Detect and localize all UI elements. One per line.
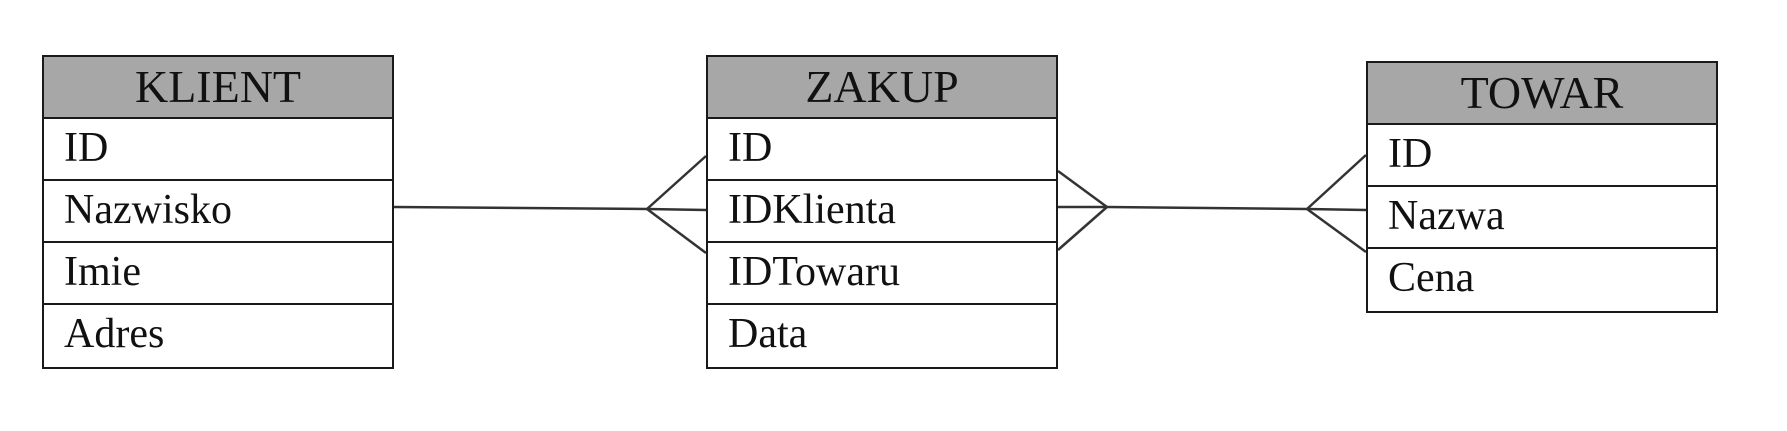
entity-towar-field-cena: Cena [1388,255,1475,301]
entity-klient-title: KLIENT [44,57,392,119]
entity-zakup: ZAKUP ID IDKlienta IDTowaru Data [706,55,1058,369]
entity-klient-field-id: ID [44,119,392,181]
zakup-towar-crowsfoot-right-middle [1306,207,1367,212]
entity-zakup-field-idklienta: IDKlienta [708,181,1056,243]
entity-klient-field-adres: Adres [64,311,165,357]
klient-zakup-line [393,205,648,211]
entity-towar-field-id: ID [1368,125,1716,187]
klient-zakup-crowsfoot-top [646,155,707,210]
entity-towar-field-nazwa: Nazwa [1368,187,1716,249]
zakup-towar-crowsfoot-right-bottom [1306,207,1367,254]
zakup-towar-line [1106,205,1308,211]
entity-klient-field-imie: Imie [44,243,392,305]
entity-towar-title: TOWAR [1368,63,1716,125]
zakup-towar-crowsfoot-right-top [1306,154,1367,210]
zakup-towar-crowsfoot-left-top [1057,169,1108,209]
zakup-towar-crowsfoot-left-bottom [1057,206,1108,251]
entity-klient: KLIENT ID Nazwisko Imie Adres [42,55,394,369]
entity-klient-field-nazwisko: Nazwisko [44,181,392,243]
entity-zakup-title: ZAKUP [708,57,1056,119]
entity-zakup-field-idtowaru: IDTowaru [708,243,1056,305]
klient-zakup-crowsfoot-bottom [646,207,707,255]
entity-zakup-field-id: ID [708,119,1056,181]
entity-zakup-field-data: Data [728,311,808,357]
entity-towar: TOWAR ID Nazwa Cena [1366,61,1718,313]
klient-zakup-crowsfoot-middle [646,207,707,212]
